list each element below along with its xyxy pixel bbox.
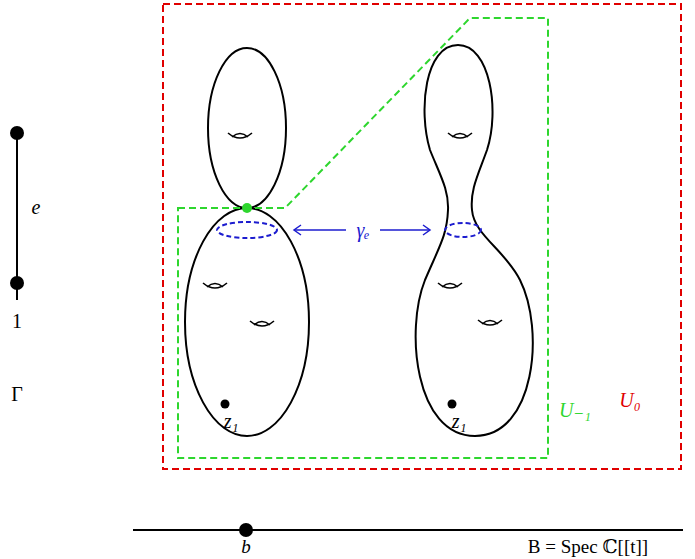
base-point — [239, 523, 253, 537]
base-label: B = Spec ℂ[[t]] — [528, 537, 648, 556]
region-outline — [162, 3, 682, 470]
graph-edge — [16, 133, 18, 300]
vanishing-cycle — [445, 223, 481, 237]
marked-point — [221, 400, 230, 409]
graph-name: Γ — [11, 384, 23, 404]
marked-point — [448, 400, 457, 409]
curve-component — [185, 208, 309, 436]
edge-label: e — [32, 197, 41, 217]
leg-label: 1 — [12, 311, 22, 331]
graph-vertex — [10, 126, 24, 140]
graph-vertex — [10, 276, 24, 290]
region-label: U₋₁ — [559, 400, 591, 420]
region-label: U₀ — [619, 390, 640, 410]
cycle-label: γₑ — [356, 220, 369, 240]
curve-component — [208, 48, 286, 208]
handle-symbols — [203, 133, 502, 326]
point-label: b — [241, 537, 251, 556]
smooth-curve — [416, 45, 533, 436]
open-region: U₀ U₋₁ — [162, 3, 682, 470]
point-label: z₁ — [452, 411, 467, 431]
base-line — [133, 529, 683, 531]
vanishing-cycle — [217, 222, 277, 238]
point-label: z₁ — [224, 411, 239, 431]
